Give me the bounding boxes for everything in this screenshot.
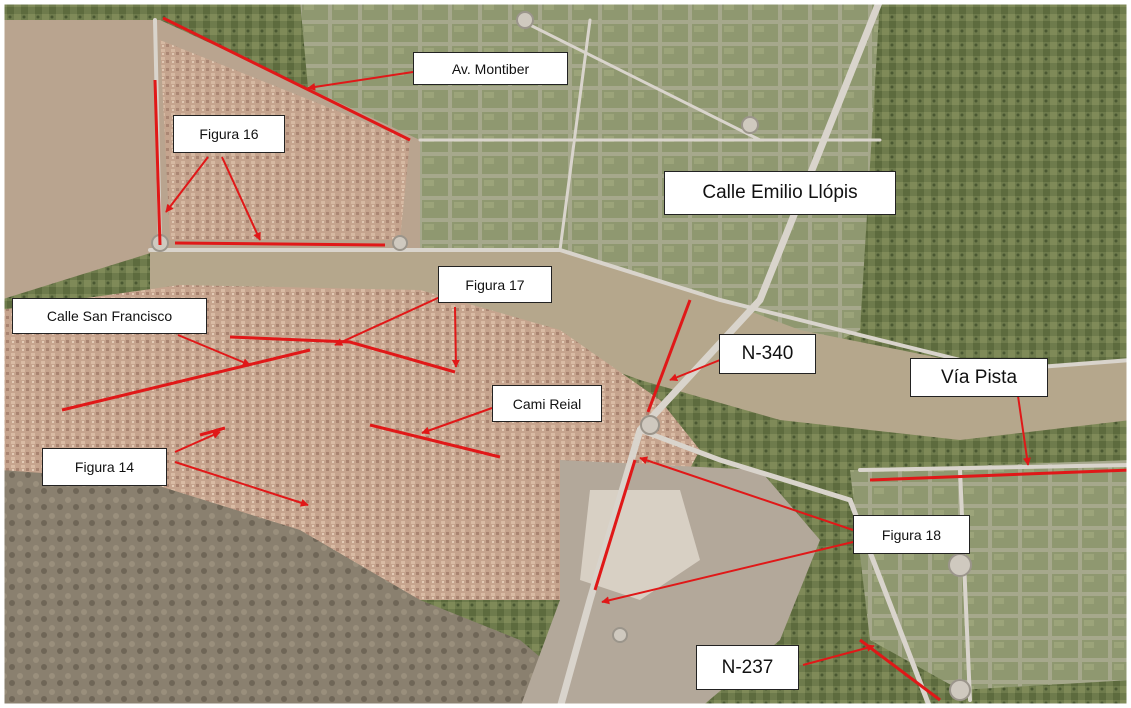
label-n-340: N-340 [719, 334, 816, 374]
pointer-arrows [165, 71, 1031, 666]
roundabouts [151, 11, 972, 701]
label-calle-emilio-llopis: Calle Emilio Llópis [664, 171, 896, 215]
label-n-237: N-237 [696, 645, 799, 690]
label-figura-16: Figura 16 [173, 115, 285, 153]
label-calle-san-francisco: Calle San Francisco [12, 298, 207, 334]
label-figura-14: Figura 14 [42, 448, 167, 486]
label-figura-17: Figura 17 [438, 266, 552, 303]
label-figura-18: Figura 18 [853, 515, 970, 554]
old-town [0, 285, 700, 600]
industrial-buildings [580, 490, 700, 600]
label-av-montiber: Av. Montiber [413, 52, 568, 85]
label-via-pista: Vía Pista [910, 358, 1048, 397]
highlighted-streets [61, 16, 1131, 702]
label-cami-reial: Cami Reial [492, 385, 602, 422]
northwest-urban-block [160, 40, 410, 240]
northern-grid-area [300, 0, 880, 380]
southern-hills [0, 470, 600, 708]
